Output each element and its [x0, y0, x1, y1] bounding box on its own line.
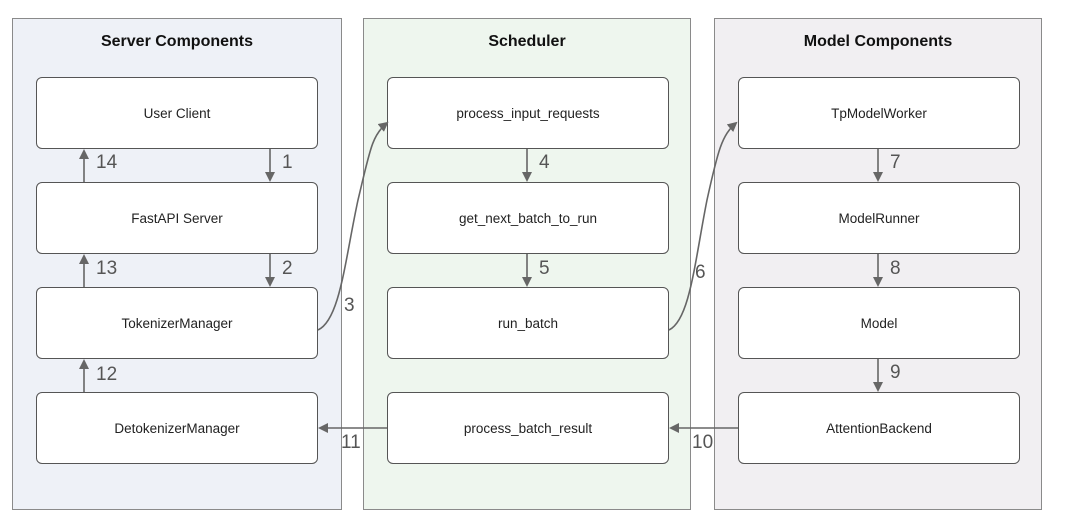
node-tp-model-worker: TpModelWorker — [738, 77, 1020, 149]
node-run-batch: run_batch — [387, 287, 669, 359]
panel-title: Scheduler — [488, 33, 566, 50]
node-model: Model — [738, 287, 1020, 359]
edge-4-label: 4 — [539, 152, 550, 173]
node-attention-backend: AttentionBackend — [738, 392, 1020, 464]
edge-12-label: 12 — [96, 364, 117, 385]
edge-5-label: 5 — [539, 258, 550, 279]
edge-8-label: 8 — [890, 258, 901, 279]
node-tokenizer-manager: TokenizerManager — [36, 287, 318, 359]
edge-6-line — [668, 121, 738, 331]
edge-3-label: 3 — [344, 295, 355, 316]
node-model-runner: ModelRunner — [738, 182, 1020, 254]
edge-1-label: 1 — [282, 152, 293, 173]
node-process-input-requests: process_input_requests — [387, 77, 669, 149]
edge-10-label: 10 — [692, 432, 713, 453]
edge-2-label: 2 — [282, 258, 293, 279]
edge-14-label: 14 — [96, 152, 118, 173]
edge-7-label: 7 — [890, 152, 901, 173]
edge-11-label: 11 — [341, 432, 361, 453]
node-user-client: User Client — [36, 77, 318, 149]
node-fastapi-server: FastAPI Server — [36, 182, 318, 254]
node-detokenizer-manager: DetokenizerManager — [36, 392, 318, 464]
edge-9-label: 9 — [890, 362, 901, 383]
node-process-batch-result: process_batch_result — [387, 392, 669, 464]
edge-13-label: 13 — [96, 258, 117, 279]
panel-title: Server Components — [100, 33, 254, 50]
edge-6-label: 6 — [695, 262, 706, 283]
edge-3-line — [317, 121, 389, 331]
node-get-next-batch-to-run: get_next_batch_to_run — [387, 182, 669, 254]
panel-title: Model Components — [803, 33, 953, 50]
